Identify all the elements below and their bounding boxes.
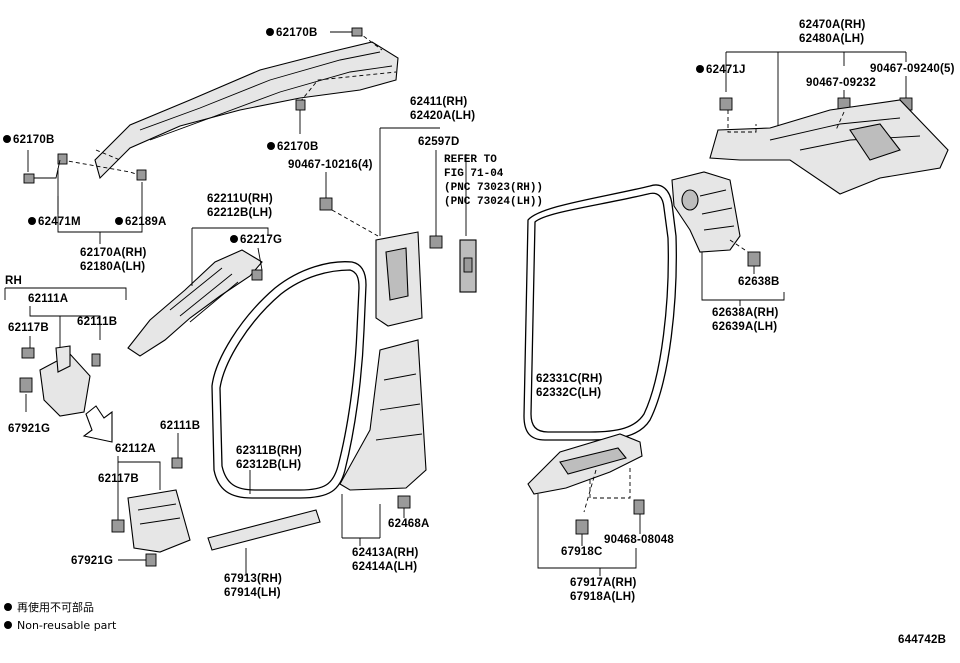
rear-scuff-plate[interactable] bbox=[527, 433, 643, 495]
label-62470A-rh[interactable]: 62470A(RH) bbox=[799, 19, 866, 31]
clip-icon bbox=[719, 97, 733, 111]
front-pillar-lower-garnish[interactable] bbox=[127, 249, 263, 357]
non-reusable-dot bbox=[266, 28, 274, 36]
label-62211U-rh[interactable]: 62211U(RH) bbox=[207, 193, 273, 205]
label-90467-09232[interactable]: 90467-09232 bbox=[806, 77, 876, 89]
label-62170B-left[interactable]: 62170B bbox=[13, 134, 54, 146]
non-reusable-dot bbox=[3, 135, 11, 143]
refer-note-line-3: (PNC 73023(RH)) bbox=[444, 182, 543, 194]
cowl-side-trim[interactable] bbox=[39, 345, 91, 417]
non-reusable-dot bbox=[115, 217, 123, 225]
label-62312B-lh[interactable]: 62312B(LH) bbox=[236, 459, 301, 471]
non-reusable-dot bbox=[4, 603, 12, 611]
label-62332C-lh[interactable]: 62332C(LH) bbox=[536, 387, 601, 399]
front-door-weatherstrip[interactable] bbox=[211, 261, 367, 499]
center-pillar-upper-garnish[interactable] bbox=[375, 231, 423, 327]
label-62414A-lh[interactable]: 62414A(LH) bbox=[352, 561, 417, 573]
label-62639A-lh[interactable]: 62639A(LH) bbox=[712, 321, 777, 333]
clip-icon bbox=[747, 251, 761, 267]
clip-icon bbox=[145, 553, 157, 567]
clip-icon bbox=[397, 495, 411, 509]
label-62111A[interactable]: 62111A bbox=[28, 293, 68, 305]
label-62471J[interactable]: 62471J bbox=[706, 64, 746, 76]
label-62311B-rh[interactable]: 62311B(RH) bbox=[236, 445, 302, 457]
legend-english: Non-reusable part bbox=[17, 619, 117, 632]
label-62180A-lh[interactable]: 62180A(LH) bbox=[80, 261, 145, 273]
non-reusable-dot bbox=[230, 235, 238, 243]
label-62331C-rh[interactable]: 62331C(RH) bbox=[536, 373, 603, 385]
label-62170B-mid[interactable]: 62170B bbox=[277, 141, 318, 153]
label-62413A-rh[interactable]: 62413A(RH) bbox=[352, 547, 419, 559]
label-62217G[interactable]: 62217G bbox=[240, 234, 282, 246]
center-pillar-lower-garnish[interactable] bbox=[339, 339, 427, 491]
label-62112A[interactable]: 62112A bbox=[115, 443, 156, 455]
label-67913-rh[interactable]: 67913(RH) bbox=[224, 573, 282, 585]
label-62189A[interactable]: 62189A bbox=[125, 216, 166, 228]
rear-door-weatherstrip[interactable] bbox=[523, 184, 677, 441]
clip-icon bbox=[429, 235, 443, 249]
cowl-side-trim-lower[interactable] bbox=[127, 489, 191, 553]
label-62111B-b[interactable]: 62111B bbox=[160, 420, 200, 432]
refer-note-line-4: (PNC 73024(LH)) bbox=[444, 196, 543, 208]
label-62480A-lh[interactable]: 62480A(LH) bbox=[799, 33, 864, 45]
seat-belt-anchor[interactable] bbox=[459, 239, 477, 293]
clip-icon bbox=[575, 519, 589, 535]
non-reusable-dot bbox=[267, 142, 275, 150]
front-scuff-plate[interactable] bbox=[207, 509, 321, 551]
non-reusable-dot bbox=[696, 65, 704, 73]
label-90467-10216[interactable]: 90467-10216(4) bbox=[288, 159, 373, 171]
label-62170B-top[interactable]: 62170B bbox=[276, 27, 317, 39]
label-62638A-rh[interactable]: 62638A(RH) bbox=[712, 307, 779, 319]
clip-icon bbox=[251, 269, 263, 281]
clip-icon bbox=[21, 347, 35, 359]
label-67921G-b[interactable]: 67921G bbox=[71, 555, 113, 567]
label-62170A-rh[interactable]: 62170A(RH) bbox=[80, 247, 147, 259]
label-62597D[interactable]: 62597D bbox=[418, 136, 459, 148]
label-90468-08048[interactable]: 90468-08048 bbox=[604, 534, 674, 546]
direction-arrow-icon bbox=[82, 405, 113, 443]
refer-note-line-2[interactable]: FIG 71-04 bbox=[444, 168, 504, 180]
label-62411-rh[interactable]: 62411(RH) bbox=[410, 96, 467, 108]
clip-icon bbox=[319, 197, 333, 211]
clip-icon bbox=[171, 457, 183, 469]
clip-icon bbox=[19, 377, 33, 393]
label-62638B[interactable]: 62638B bbox=[738, 276, 779, 288]
label-67917A-rh[interactable]: 67917A(RH) bbox=[570, 577, 637, 589]
clip-icon bbox=[633, 499, 645, 515]
front-pillar-garnish[interactable] bbox=[94, 41, 399, 180]
label-67914-lh[interactable]: 67914(LH) bbox=[224, 587, 281, 599]
label-67918A-lh[interactable]: 67918A(LH) bbox=[570, 591, 635, 603]
non-reusable-dot bbox=[28, 217, 36, 225]
legend-japanese: 再使用不可部品 bbox=[17, 600, 94, 614]
label-62471M[interactable]: 62471M bbox=[38, 216, 81, 228]
label-62212B-lh[interactable]: 62212B(LH) bbox=[207, 207, 272, 219]
label-62420A-lh[interactable]: 62420A(LH) bbox=[410, 110, 475, 122]
roof-side-inner-trim[interactable] bbox=[709, 99, 949, 195]
label-90467-09240[interactable]: 90467-09240(5) bbox=[870, 63, 955, 75]
refer-note-line-1: REFER TO bbox=[444, 154, 497, 166]
label-67918C[interactable]: 67918C bbox=[561, 546, 602, 558]
clip-icon bbox=[23, 27, 363, 184]
non-reusable-dot bbox=[4, 621, 12, 629]
clip-icon bbox=[111, 519, 125, 533]
label-62111B-a[interactable]: 62111B bbox=[77, 316, 117, 328]
label-62117B-a[interactable]: 62117B bbox=[8, 322, 49, 334]
figure-code: 644742B bbox=[898, 634, 946, 646]
clip-icon bbox=[91, 353, 101, 367]
label-67921G-a[interactable]: 67921G bbox=[8, 423, 50, 435]
quarter-trim-panel[interactable] bbox=[671, 171, 741, 253]
label-62468A[interactable]: 62468A bbox=[388, 518, 429, 530]
label-62117B-b[interactable]: 62117B bbox=[98, 473, 139, 485]
rh-label: RH bbox=[5, 275, 22, 287]
